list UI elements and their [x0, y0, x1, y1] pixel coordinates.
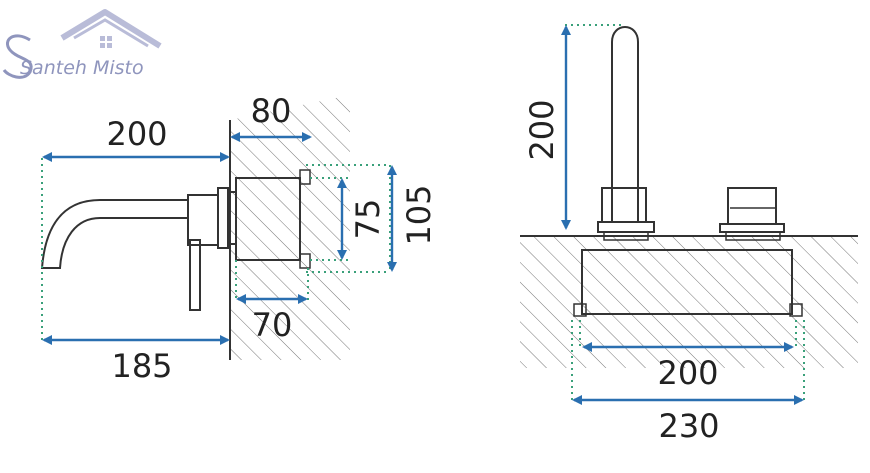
- side-view: 200 80 75 105 70 185: [40, 92, 438, 385]
- front-guides: [565, 24, 805, 402]
- logo: Santeh Misto: [2, 9, 162, 79]
- dim-185-label: 185: [111, 347, 172, 385]
- spout: [40, 199, 189, 269]
- escutcheon: [187, 194, 219, 246]
- concealed-box: [581, 249, 793, 315]
- dim-75-label: 75: [349, 199, 387, 240]
- handle-knob: [727, 187, 777, 225]
- dim-height-label: 200: [523, 99, 561, 160]
- dim-200-label: 200: [106, 115, 167, 153]
- spout-base: [601, 187, 647, 223]
- front-view: 200 200 230: [520, 24, 858, 445]
- logo-text: Santeh Misto: [20, 57, 144, 79]
- dim-outer-width-label: 230: [658, 407, 719, 445]
- concealed-body: [235, 177, 301, 261]
- dim-70-label: 70: [252, 306, 293, 344]
- side-guides: [41, 158, 391, 342]
- handle-lever: [189, 239, 201, 311]
- vertical-spout: [611, 26, 639, 222]
- wall-plate: [217, 187, 229, 249]
- dim-80-label: 80: [251, 92, 292, 130]
- dim-105-label: 105: [400, 184, 438, 245]
- house-roof-logo-icon: [2, 9, 162, 79]
- dim-inner-width-label: 200: [657, 354, 718, 392]
